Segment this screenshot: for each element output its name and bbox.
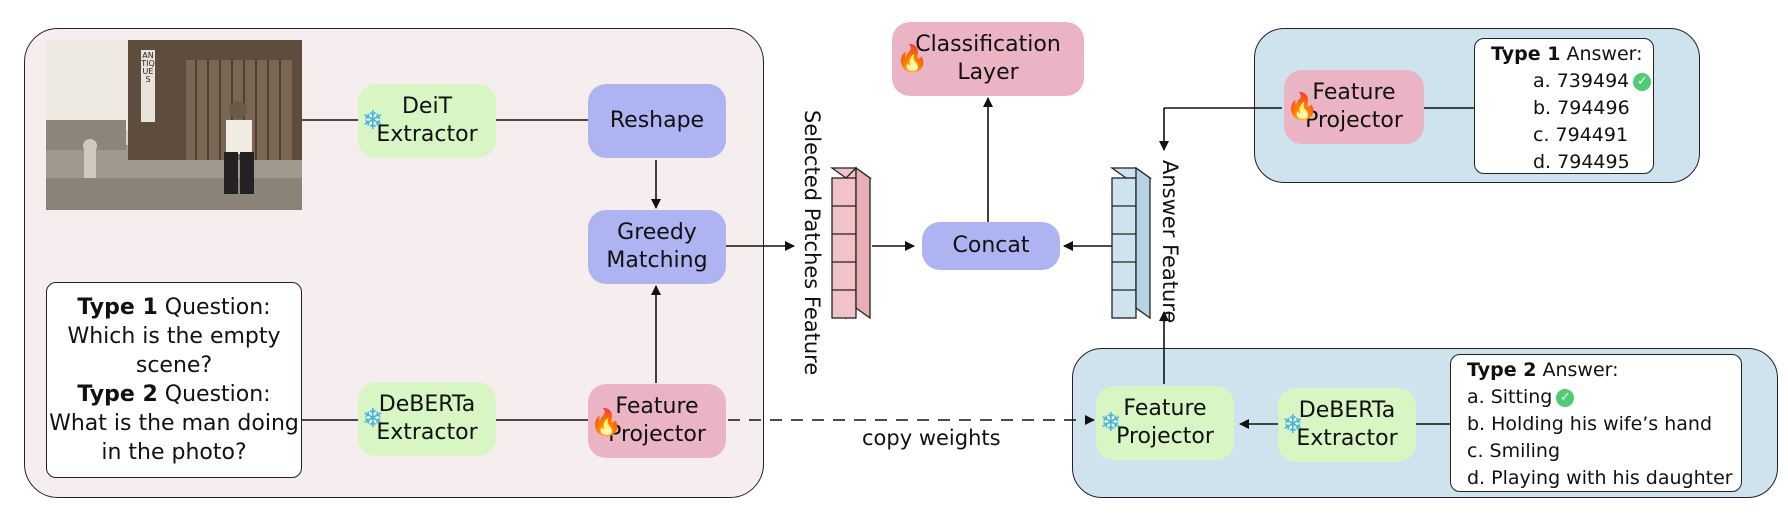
copy-weights-label: copy weights bbox=[862, 426, 1001, 450]
type2-question-rest: Question: bbox=[157, 382, 271, 407]
type2-question-line3: in the photo? bbox=[101, 440, 247, 465]
photo-sign-text: ANTIQUES bbox=[141, 51, 155, 84]
type1-question-title: Type 1 Question: bbox=[47, 293, 301, 322]
answer-feature-stack bbox=[1109, 166, 1153, 320]
snowflake-icon: ❄ bbox=[362, 106, 384, 136]
type1-question-rest: Question: bbox=[157, 295, 271, 320]
type1-answer-box: Type 1 Answer: a. 739494✓ b. 794496 c. 7… bbox=[1474, 38, 1654, 174]
type2-answer-rest: Answer: bbox=[1536, 359, 1619, 381]
selected-patches-feature-label: Selected Patches Feature bbox=[800, 110, 824, 376]
type2-answer-a-text: a. Sitting bbox=[1467, 386, 1553, 408]
greedy-matching-label: Greedy Matching bbox=[606, 220, 708, 273]
type2-answer-bold: Type 2 bbox=[1467, 359, 1537, 381]
concat-label: Concat bbox=[952, 233, 1030, 258]
snowflake-icon: ❄ bbox=[362, 404, 384, 434]
type2-answer-d: d. Playing with his daughter bbox=[1467, 467, 1733, 489]
selected-patches-stack bbox=[829, 166, 873, 320]
concat-block: Concat bbox=[922, 222, 1060, 270]
input-photo: ANTIQUES bbox=[46, 40, 302, 210]
type1-answer-a-text: a. 739494 bbox=[1533, 70, 1630, 92]
type2-answer-a: a. Sitting✓ bbox=[1467, 384, 1741, 411]
type2-question-bold: Type 2 bbox=[77, 382, 158, 407]
snowflake-icon: ❄ bbox=[1282, 410, 1304, 440]
reshape-block: Reshape bbox=[588, 84, 726, 158]
classification-layer: 🔥 Classification Layer bbox=[892, 22, 1084, 96]
check-icon: ✓ bbox=[1633, 72, 1652, 91]
fire-icon: 🔥 bbox=[1286, 92, 1319, 122]
type2-answer-b: b. Holding his wife’s hand bbox=[1467, 413, 1713, 435]
type1-answer-b: b. 794496 bbox=[1533, 97, 1630, 119]
type1-answer-bold: Type 1 bbox=[1491, 43, 1561, 65]
deberta-extractor-right: ❄ DeBERTa Extractor bbox=[1278, 388, 1416, 462]
type2-answer-box: Type 2 Answer: a. Sitting✓ b. Holding hi… bbox=[1450, 354, 1742, 492]
fire-icon: 🔥 bbox=[590, 408, 623, 438]
feature-projector-top-right-label: Feature Projector bbox=[1305, 80, 1403, 133]
type2-answer-title: Type 2 Answer: bbox=[1467, 357, 1741, 384]
type1-question-bold: Type 1 bbox=[77, 295, 158, 320]
question-box: Type 1 Question: Which is the empty scen… bbox=[46, 282, 302, 478]
fire-icon: 🔥 bbox=[896, 44, 929, 74]
type1-answer-a: a. 739494✓ bbox=[1491, 68, 1653, 95]
type2-answer-c: c. Smiling bbox=[1467, 440, 1561, 462]
classification-layer-label: Classification Layer bbox=[915, 32, 1061, 85]
check-icon: ✓ bbox=[1556, 388, 1575, 407]
type1-question-line2: Which is the empty bbox=[67, 324, 281, 349]
type2-question-title: Type 2 Question: bbox=[47, 380, 301, 409]
feature-projector-bottom-right-label: Feature Projector bbox=[1116, 396, 1214, 449]
reshape-label: Reshape bbox=[609, 108, 705, 133]
type1-answer-rest: Answer: bbox=[1560, 43, 1643, 65]
deberta-extractor-right-label: DeBERTa Extractor bbox=[1296, 398, 1398, 451]
type1-answer-title: Type 1 Answer: bbox=[1491, 41, 1653, 68]
answer-feature-label: Answer Feature bbox=[1158, 160, 1182, 324]
snowflake-icon: ❄ bbox=[1100, 408, 1122, 438]
deberta-extractor-left-label: DeBERTa Extractor bbox=[376, 392, 478, 445]
greedy-matching-block: Greedy Matching bbox=[588, 210, 726, 284]
type1-answer-d: d. 794495 bbox=[1533, 151, 1630, 173]
deit-extractor-label: DeiT Extractor bbox=[376, 94, 478, 147]
deit-extractor: ❄ DeiT Extractor bbox=[358, 84, 496, 158]
type2-question-line2: What is the man doing bbox=[49, 411, 299, 436]
deberta-extractor-left: ❄ DeBERTa Extractor bbox=[358, 382, 496, 456]
type1-answer-c: c. 794491 bbox=[1533, 124, 1629, 146]
type1-question-line3: scene? bbox=[135, 353, 213, 378]
feature-projector-left: 🔥 Feature Projector bbox=[588, 384, 726, 458]
feature-projector-bottom-right: ❄ Feature Projector bbox=[1096, 386, 1234, 460]
feature-projector-top-right: 🔥 Feature Projector bbox=[1284, 70, 1424, 144]
feature-projector-left-label: Feature Projector bbox=[608, 394, 706, 447]
